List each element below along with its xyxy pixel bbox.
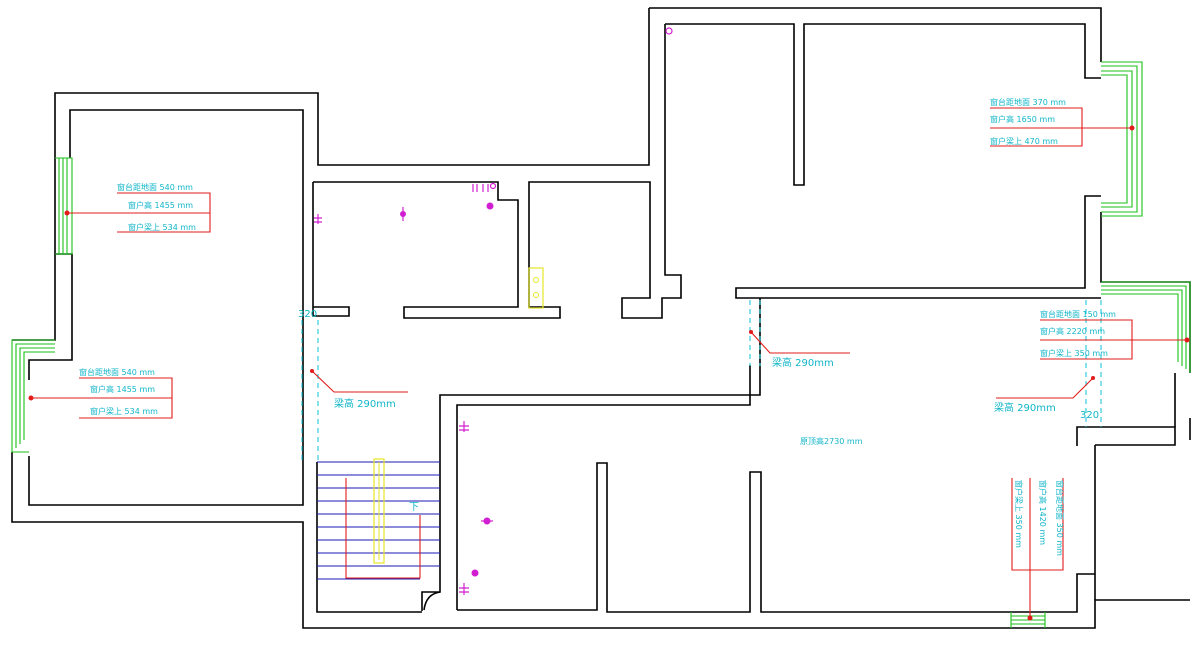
window-label: 窗台距地面 350 mm: [1055, 480, 1065, 556]
window-labels-left-upper: 窗台距地面 540 mm 窗户高 1455 mm 窗户梁上 534 mm: [117, 182, 196, 232]
annotations: [28, 107, 1190, 621]
beam-mid-dash: [749, 300, 761, 366]
window-labels-top-right: 窗台距地面 370 mm 窗户高 1650 mm 窗户梁上 470 mm: [990, 97, 1066, 146]
window-label: 窗户高 1455 mm: [128, 200, 193, 210]
leader-dot-right-mid: [1184, 337, 1190, 343]
beam-height-mid: 梁高 290mm: [772, 356, 834, 369]
leader-bottom: [1011, 478, 1064, 620]
vent-icon: [665, 27, 673, 35]
ceiling-height-label: 原顶高2730 mm: [800, 436, 863, 446]
column-bolt-top: [533, 277, 539, 283]
lamp-icon: [486, 202, 494, 210]
window-bottom: [1010, 612, 1046, 628]
switch-icon: [314, 214, 322, 224]
inner-wall-top-right: [665, 23, 1101, 299]
dimension-right: 320: [1080, 410, 1099, 421]
wall-bath: [312, 24, 682, 319]
wall-corridor-west: [456, 365, 751, 610]
beam-right-dash: [1085, 300, 1102, 427]
wall-stair-bottom: [316, 462, 422, 613]
column-bolt-bottom: [533, 292, 539, 298]
window-label: 窗台距地面 540 mm: [79, 367, 155, 377]
leader-dot-bottom: [1027, 615, 1033, 621]
leader-dot-beam-right: [1091, 376, 1095, 380]
beam-lines: [301, 300, 1102, 460]
window-left-lower: [11, 339, 55, 453]
leader-left-lower: [31, 377, 173, 419]
beam-left-dash: [301, 320, 319, 460]
column: [528, 267, 544, 309]
window-label: 窗户梁上 534 mm: [128, 222, 196, 232]
window-label: 窗户高 1420 mm: [1038, 480, 1048, 545]
window-label: 窗台距地面 540 mm: [117, 182, 193, 192]
window-label: 窗台距地面 370 mm: [990, 97, 1066, 107]
stair-direction-line: [345, 478, 421, 579]
leader-beam-right: [996, 377, 1094, 399]
leader-right-mid: [1040, 319, 1190, 360]
leader-dot-left-lower: [28, 395, 34, 401]
window-label: 窗户高 2220 mm: [1040, 326, 1105, 336]
wall-corridor-east: [421, 298, 761, 611]
window-label: 窗台距地面 150 mm: [1040, 309, 1116, 319]
dimension-left: 320: [298, 309, 317, 320]
wall-lower-rooms: [457, 426, 1176, 613]
stair-down-label: 下: [409, 502, 419, 513]
window-labels-right-mid: 窗台距地面 150 mm 窗户高 2220 mm 窗户梁上 350 mm: [1040, 309, 1116, 358]
window-label: 窗户高 1650 mm: [990, 114, 1055, 124]
light-icon-lower: [471, 569, 479, 577]
switch-icon-lower: [459, 421, 469, 432]
window-label: 窗户梁上 470 mm: [990, 136, 1058, 146]
window-labels-bottom: 窗户梁上 350 mm 窗户高 1420 mm 窗台距地面 350 mm: [1014, 480, 1065, 556]
leader-dot-left-upper: [64, 210, 70, 216]
leader-beam-left: [311, 370, 408, 393]
inner-wall-left-pier: [28, 253, 73, 380]
leader-dot-top-right: [1129, 125, 1135, 131]
leader-left-upper: [67, 192, 211, 233]
socket-icon: [472, 182, 497, 192]
inner-wall-left: [28, 109, 304, 506]
leader-dot-beam-left: [310, 369, 314, 373]
windows: [11, 61, 1191, 628]
stair-handrail: [373, 458, 385, 564]
leader-top-right: [990, 107, 1132, 147]
leader-beam-mid: [750, 331, 850, 354]
switch-icon-bottom: [459, 583, 469, 595]
window-label: 窗户梁上 534 mm: [90, 406, 158, 416]
door-swing: [423, 591, 441, 611]
light-icon: [400, 207, 406, 221]
beam-labels: 梁高 290mm 梁高 290mm 梁高 290mm 320 320 原顶高27…: [298, 309, 1099, 446]
column-rect: [528, 267, 544, 309]
window-right-mid: [1101, 281, 1191, 373]
window-top-right: [1101, 61, 1143, 217]
wall-east-pier: [1094, 373, 1176, 600]
beam-height-left: 梁高 290mm: [334, 397, 396, 410]
window-left-upper: [55, 157, 73, 255]
window-label: 窗户梁上 350 mm: [1014, 480, 1024, 548]
window-labels-left-lower: 窗台距地面 540 mm 窗户高 1455 mm 窗户梁上 534 mm: [79, 367, 158, 416]
window-label: 窗户梁上 350 mm: [1040, 348, 1108, 358]
leader-dot-beam-mid: [749, 330, 753, 334]
lamp-icon-lower: [481, 517, 493, 525]
window-label: 窗户高 1455 mm: [90, 384, 155, 394]
beam-height-right: 梁高 290mm: [994, 401, 1056, 414]
staircase: 下: [317, 458, 440, 580]
fixtures: [314, 27, 673, 595]
